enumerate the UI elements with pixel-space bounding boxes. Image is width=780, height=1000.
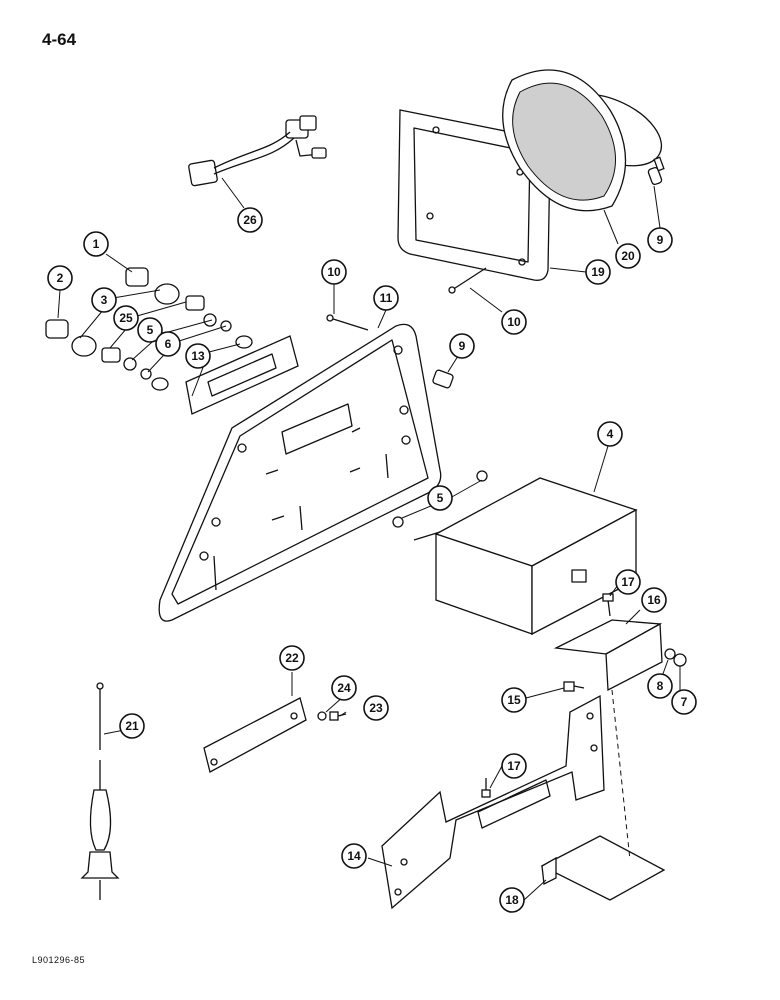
svg-text:26: 26 <box>243 213 257 227</box>
callout-25: 25 <box>113 305 139 331</box>
small-bezel <box>151 335 299 415</box>
support-bracket <box>553 619 687 692</box>
svg-text:7: 7 <box>681 695 688 709</box>
figure-code: L901296-85 <box>32 955 86 965</box>
alignment-line <box>611 689 631 861</box>
callout-24: 24 <box>331 675 357 701</box>
callout-5-left: 5 <box>137 317 163 343</box>
svg-text:20: 20 <box>621 249 635 263</box>
mounting-screw-left <box>326 314 369 331</box>
mounting-screw-right <box>448 267 487 294</box>
callout-23: 23 <box>363 695 389 721</box>
callout-17-upper: 17 <box>615 569 641 595</box>
svg-text:2: 2 <box>57 271 64 285</box>
control-knobs <box>45 267 180 357</box>
mounting-stud-middle <box>432 369 454 389</box>
callout-10-right: 10 <box>501 309 527 335</box>
callout-20: 20 <box>615 243 641 269</box>
cover-plate <box>203 697 307 773</box>
svg-text:23: 23 <box>369 701 383 715</box>
mounting-stud-upper <box>647 156 665 186</box>
callout-17-lower: 17 <box>501 753 527 779</box>
callout-5-right: 5 <box>427 485 453 511</box>
svg-text:10: 10 <box>507 315 521 329</box>
mounting-plate <box>381 694 605 910</box>
leader-lines <box>57 177 681 901</box>
callout-3: 3 <box>91 287 117 313</box>
svg-text:14: 14 <box>347 849 361 863</box>
washer-and-screw <box>317 711 347 721</box>
svg-text:3: 3 <box>101 293 108 307</box>
callout-26: 26 <box>237 207 263 233</box>
svg-text:1: 1 <box>93 237 100 251</box>
callout-11: 11 <box>373 285 399 311</box>
svg-text:24: 24 <box>337 681 351 695</box>
svg-text:13: 13 <box>191 349 205 363</box>
wiring-harness <box>188 115 327 187</box>
bolt-lower <box>481 778 491 798</box>
callout-2: 2 <box>47 265 73 291</box>
callout-22: 22 <box>279 645 305 671</box>
svg-text:17: 17 <box>621 575 635 589</box>
callout-10-left: 10 <box>321 259 347 285</box>
svg-text:25: 25 <box>119 311 133 325</box>
spacer-sleeves <box>101 295 205 363</box>
svg-text:21: 21 <box>125 719 139 733</box>
svg-text:8: 8 <box>657 679 664 693</box>
callout-8: 8 <box>647 673 673 699</box>
callout-13: 13 <box>185 343 211 369</box>
callout-19: 19 <box>585 259 611 285</box>
trim-panel <box>158 323 442 622</box>
callout-9-middle: 9 <box>449 333 475 359</box>
page-number: 4-64 <box>42 30 77 49</box>
svg-text:9: 9 <box>459 339 466 353</box>
callout-6: 6 <box>155 331 181 357</box>
callout-21: 21 <box>119 713 145 739</box>
callout-18: 18 <box>499 887 525 913</box>
svg-text:10: 10 <box>327 265 341 279</box>
callout-16: 16 <box>641 587 667 613</box>
svg-text:6: 6 <box>165 337 172 351</box>
callout-1: 1 <box>83 231 109 257</box>
svg-text:17: 17 <box>507 759 521 773</box>
callout-4: 4 <box>597 421 623 447</box>
callout-14: 14 <box>341 843 367 869</box>
callout-9-upper: 9 <box>647 227 673 253</box>
svg-text:4: 4 <box>607 427 614 441</box>
svg-text:9: 9 <box>657 233 664 247</box>
svg-text:5: 5 <box>437 491 444 505</box>
svg-text:19: 19 <box>591 265 605 279</box>
radio-unit <box>392 470 638 636</box>
svg-text:5: 5 <box>147 323 154 337</box>
bolt-15 <box>563 681 585 692</box>
svg-text:16: 16 <box>647 593 661 607</box>
callout-15: 15 <box>501 687 527 713</box>
svg-text:18: 18 <box>505 893 519 907</box>
bolt-upper <box>602 593 614 617</box>
svg-text:11: 11 <box>380 291 393 305</box>
svg-text:22: 22 <box>285 651 299 665</box>
svg-text:15: 15 <box>507 693 521 707</box>
antenna <box>80 682 120 900</box>
callout-7: 7 <box>671 689 697 715</box>
speaker <box>502 69 663 212</box>
lower-bracket <box>540 835 666 901</box>
